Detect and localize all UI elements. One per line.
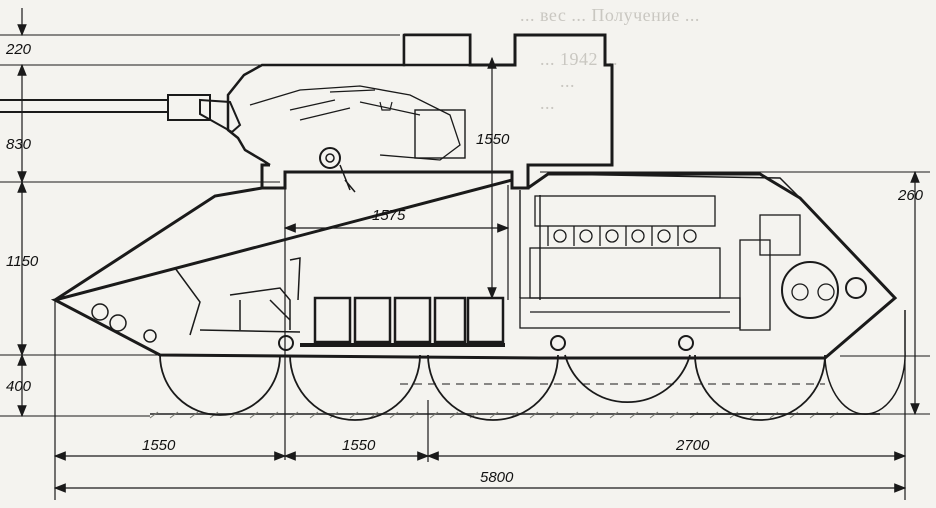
dimension-label-830: 830 (6, 136, 32, 153)
dimension-label-220: 220 (6, 41, 32, 58)
turret (0, 33, 614, 193)
background-text-line: ... (540, 93, 555, 113)
dimension-label-2700: 2700 (676, 437, 710, 454)
ammo-racks (300, 296, 505, 347)
engine (519, 195, 867, 331)
dimension-label-1550-front: 1550 (142, 437, 176, 454)
background-text-line: ... 1942 ... (540, 49, 618, 69)
dimension-label-1550-turret: 1550 (476, 131, 510, 148)
hull (50, 172, 898, 360)
dimension-label-5800: 5800 (480, 469, 514, 486)
turret-ring-dimension (283, 185, 510, 460)
bottom-dimensions (53, 300, 907, 500)
dimension-label-400: 400 (6, 378, 32, 395)
driver-compartment (91, 257, 301, 343)
background-text-line: ... вес ... Получение ... (520, 5, 700, 25)
road-wheels (159, 310, 906, 421)
dimension-label-1150: 1150 (6, 253, 39, 270)
dimension-label-260: 260 (898, 187, 924, 204)
dimension-label-1550-middle: 1550 (342, 437, 376, 454)
dimension-label-1575: 1575 (372, 207, 406, 224)
background-text-line: ... (560, 71, 575, 91)
